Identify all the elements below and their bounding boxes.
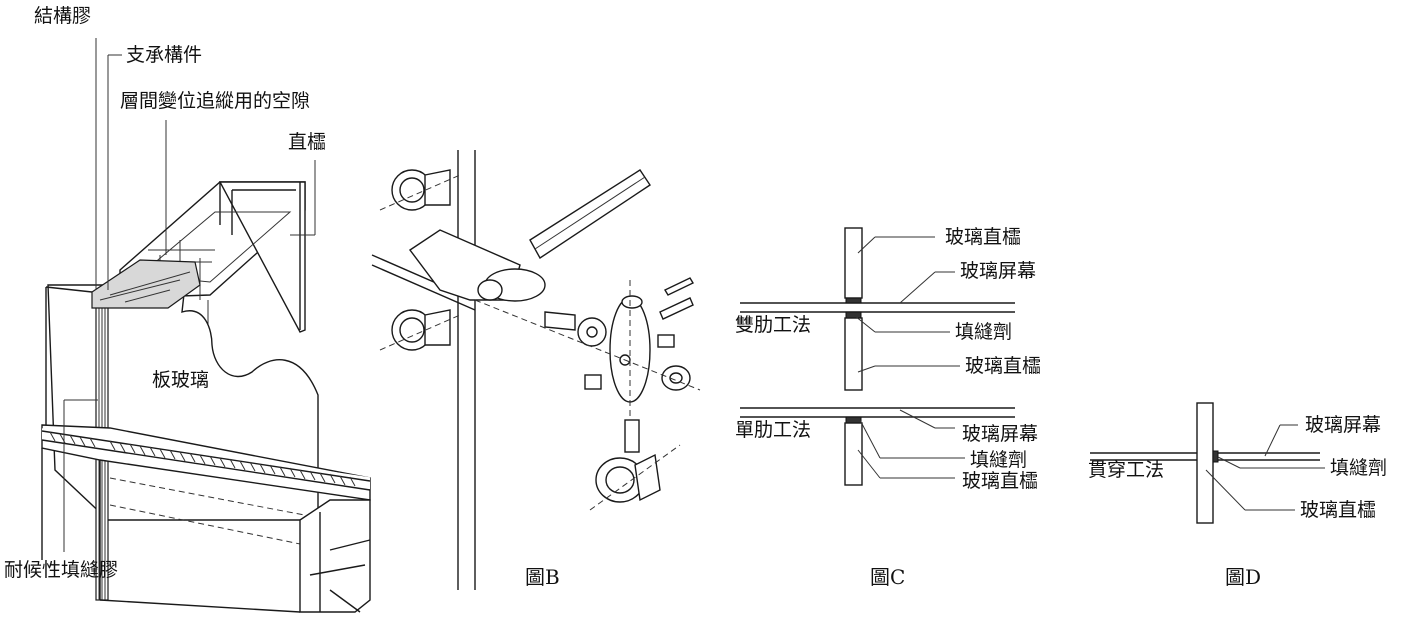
d-label-glass-curtain: 玻璃屏幕 xyxy=(1305,414,1381,436)
c-label-single-rib-method: 單肋工法 xyxy=(735,419,811,441)
c-label-glass-curtain-single: 玻璃屏幕 xyxy=(962,423,1038,445)
figure-d-drawing xyxy=(1090,402,1325,524)
figure-b-caption: 圖B xyxy=(525,565,560,589)
c-label-sealant-double: 填縫劑 xyxy=(955,321,1012,343)
d-label-glass-mullion: 玻璃直櫺 xyxy=(1300,499,1376,521)
c-label-glass-mullion-top: 玻璃直櫺 xyxy=(945,226,1021,248)
d-label-method: 貫穿工法 xyxy=(1088,459,1164,481)
figure-b-drawing xyxy=(371,150,701,590)
figure-c-drawing xyxy=(740,227,1015,486)
figure-a-drawing xyxy=(41,38,371,613)
c-label-glass-mullion-bottom: 玻璃直櫺 xyxy=(965,355,1041,377)
label-interstory-gap: 層間變位追縱用的空隙 xyxy=(120,90,310,112)
c-label-glass-mullion-single: 玻璃直櫺 xyxy=(962,470,1038,492)
c-label-sealant-single: 填縫劑 xyxy=(970,449,1027,471)
c-label-glass-curtain-double: 玻璃屏幕 xyxy=(960,260,1036,282)
label-mullion: 直櫺 xyxy=(288,131,326,153)
label-plate-glass: 板玻璃 xyxy=(152,369,209,391)
label-structural-sealant: 結構膠 xyxy=(34,5,91,27)
c-label-double-rib-method: 雙肋工法 xyxy=(735,314,811,336)
figure-d-caption: 圖D xyxy=(1225,565,1261,589)
d-label-sealant: 填縫劑 xyxy=(1330,457,1387,479)
label-weather-sealant: 耐候性填縫膠 xyxy=(4,559,118,581)
figure-c-caption: 圖C xyxy=(870,565,905,589)
label-support-member: 支承構件 xyxy=(126,44,202,66)
